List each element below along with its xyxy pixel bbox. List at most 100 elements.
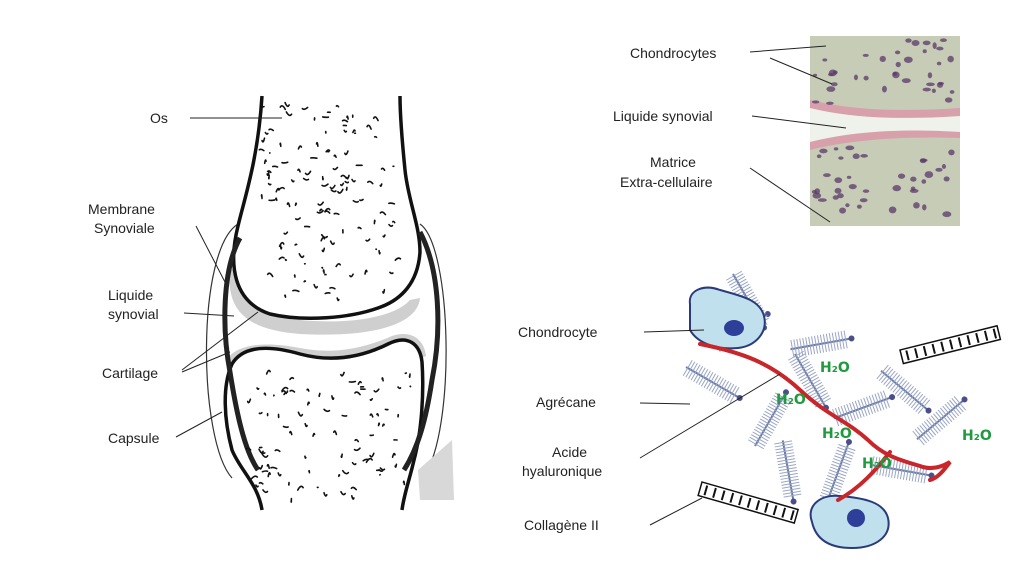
cell-nucleus <box>812 100 819 103</box>
cell-nucleus <box>923 49 927 53</box>
cell-nucleus <box>936 47 943 51</box>
label-synovial-fluid: Liquide synovial <box>613 108 713 124</box>
cell-nucleus <box>950 90 955 94</box>
label-fluid-line2: synovial <box>108 306 159 322</box>
label-matrix-line2: Extra-cellulaire <box>620 174 713 190</box>
bone-mark <box>379 251 380 254</box>
cell-nucleus <box>860 198 868 202</box>
label-membrane-line2: Synoviale <box>94 220 155 236</box>
label-matrix-line1: Matrice <box>650 154 696 170</box>
cell-nucleus <box>926 82 935 86</box>
bone-mark <box>375 137 377 138</box>
bone-mark <box>269 184 271 185</box>
cell-nucleus <box>826 86 835 92</box>
cell-nucleus <box>860 154 868 158</box>
cell-nucleus <box>817 154 822 158</box>
bone-mark <box>358 228 361 229</box>
cell-nucleus <box>911 187 916 191</box>
cell-nucleus <box>845 203 849 207</box>
cell-nucleus <box>937 62 942 66</box>
bone-mark <box>273 166 278 167</box>
cell-nucleus <box>928 72 932 78</box>
bone-mark <box>282 162 288 163</box>
water-label-1: H₂O <box>820 360 850 376</box>
cell-nucleus <box>863 54 869 57</box>
histology-micrograph <box>810 36 960 226</box>
joint-illustration <box>206 96 454 510</box>
bone-mark <box>276 198 277 200</box>
cell-nucleus <box>831 82 838 86</box>
cell-nucleus <box>822 58 827 61</box>
cell-nucleus <box>898 174 905 179</box>
cell-nucleus <box>823 173 831 177</box>
cell-nucleus <box>942 211 951 217</box>
bone-mark <box>404 481 405 484</box>
cell-nucleus <box>845 146 854 151</box>
cell-nucleus <box>942 164 946 169</box>
bone-mark <box>304 281 305 282</box>
label-membrane-line1: Membrane <box>88 201 155 217</box>
cell-nucleus <box>922 204 926 210</box>
cell-nucleus <box>833 195 839 200</box>
water-label-2: H₂O <box>776 392 806 408</box>
label-capsule: Capsule <box>108 430 160 446</box>
bone-mark <box>382 378 383 381</box>
cell-nucleus <box>839 208 846 214</box>
cell-nucleus <box>902 78 911 83</box>
cell-nucleus <box>819 149 827 154</box>
chondrocyte-cell-top <box>690 288 765 349</box>
cell-nucleus <box>933 42 937 49</box>
cell-nucleus <box>893 72 897 76</box>
cell-nucleus <box>935 168 942 172</box>
bone-mark <box>259 413 262 414</box>
cell-nucleus <box>945 97 953 102</box>
cell-nucleus <box>895 51 900 55</box>
bone-mark <box>390 272 393 273</box>
cell-nucleus <box>944 176 950 181</box>
molecular-illustration <box>682 270 1001 548</box>
label-hyaluronic-line1: Acide <box>552 444 587 460</box>
bone-mark <box>389 203 395 204</box>
bone-mark <box>339 475 340 477</box>
cell-nucleus <box>854 75 858 81</box>
cell-nucleus <box>904 57 913 63</box>
bone-mark <box>285 295 286 297</box>
aggrecan <box>875 364 936 420</box>
cell-nucleus <box>910 177 916 182</box>
cell-nucleus <box>863 76 868 81</box>
aggrecan <box>789 329 856 358</box>
aggrecan <box>819 436 858 503</box>
label-collagen: Collagène II <box>524 517 599 533</box>
cell-nucleus <box>880 56 886 62</box>
cell-nucleus <box>833 70 838 74</box>
bone-mark <box>285 260 286 261</box>
cell-nucleus <box>853 153 860 159</box>
cell-nucleus <box>905 38 911 42</box>
bone-mark <box>262 471 267 472</box>
cell-nucleus <box>857 205 862 209</box>
label-fluid-line1: Liquide <box>108 287 153 303</box>
label-hyaluronic-line2: hyaluronique <box>522 463 602 479</box>
cell-nucleus <box>948 149 954 155</box>
bone-mark <box>336 106 338 107</box>
cell-nucleus <box>882 86 887 93</box>
bone-mark <box>370 399 372 401</box>
chondrocyte-cell-bottom <box>811 496 889 548</box>
cell-nucleus <box>863 189 870 193</box>
bone-mark <box>360 199 363 200</box>
cell-nucleus <box>940 38 947 42</box>
bone-mark <box>280 143 281 146</box>
label-aggrecan: Agrécane <box>536 394 596 410</box>
cell-nucleus <box>896 62 901 67</box>
bone-mark <box>379 423 380 425</box>
cell-nucleus <box>849 184 857 189</box>
bone-mark <box>323 270 324 273</box>
cell-nucleus <box>812 190 817 194</box>
bone-mark <box>257 388 259 389</box>
water-label-5: H₂O <box>962 428 992 444</box>
cell-nucleus <box>913 202 920 208</box>
cell-nucleus <box>892 185 901 191</box>
bone-mark <box>284 426 289 427</box>
cell-nucleus <box>826 102 834 105</box>
bone-mark <box>393 221 395 222</box>
